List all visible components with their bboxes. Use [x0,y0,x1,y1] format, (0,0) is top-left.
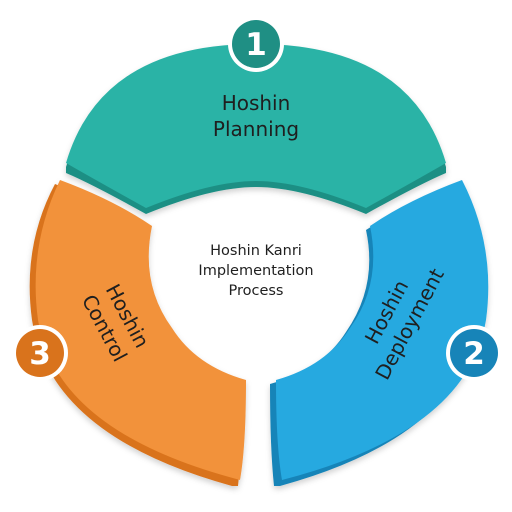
badge-2: 2 [446,325,502,381]
badge-2-fill [450,329,498,377]
badge-1-number: 1 [245,27,267,63]
segment-planning [66,44,446,214]
badge-2-number: 2 [463,336,485,372]
label-planning: Hoshin Planning [213,91,299,141]
label-planning-line2: Planning [213,117,299,141]
badge-1-fill [232,20,280,68]
segment-deployment [270,180,489,486]
segment-planning-body [66,44,446,208]
center-title: Hoshin Kanri Implementation Process [198,243,313,299]
badge-3-number: 3 [29,336,51,372]
badge-3: 3 [12,325,68,381]
badge-3-fill [16,329,64,377]
segment-control [29,180,246,486]
label-planning-line1: Hoshin [222,91,291,115]
center-line2: Implementation [198,263,313,279]
center-line3: Process [228,283,283,299]
badge-1: 1 [228,16,284,72]
center-line1: Hoshin Kanri [210,243,302,259]
segment-deployment-body [276,180,489,480]
segment-control-body [35,180,246,480]
